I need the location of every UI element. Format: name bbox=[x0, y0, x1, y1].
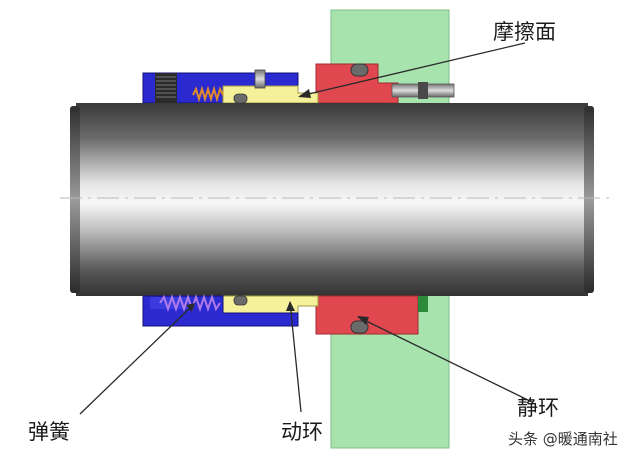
shaft bbox=[76, 103, 588, 296]
leader-spring bbox=[79, 303, 195, 415]
leader-stationary-ring bbox=[357, 316, 533, 403]
label-spring: 弹簧 bbox=[28, 420, 70, 444]
spring-lower bbox=[159, 293, 221, 313]
stationary-ring-lower bbox=[315, 295, 419, 335]
o-ring-rotating-lower bbox=[233, 295, 248, 306]
o-ring-upper bbox=[350, 63, 369, 77]
leader-rotating-ring bbox=[289, 301, 302, 413]
set-screw-thread-upper bbox=[156, 76, 176, 98]
label-friction-face: 摩擦面 bbox=[493, 20, 556, 44]
arrowhead-friction-face bbox=[298, 89, 311, 98]
leader-friction-face bbox=[299, 42, 526, 97]
pin-collar bbox=[418, 82, 428, 99]
drive-pin bbox=[254, 69, 266, 89]
label-rotating-ring: 动环 bbox=[281, 420, 323, 444]
watermark: 头条 @暖通南社 bbox=[508, 430, 618, 448]
stationary-ring-lip bbox=[418, 296, 428, 312]
arrowhead-spring bbox=[186, 303, 195, 312]
shaft-end-left bbox=[70, 106, 80, 293]
arrowhead-rotating-ring bbox=[286, 301, 295, 311]
label-stationary-ring: 静环 bbox=[517, 396, 559, 420]
shaft-end-right bbox=[584, 106, 594, 293]
arrowhead-stationary-ring bbox=[357, 316, 369, 325]
spring-upper bbox=[192, 85, 224, 103]
o-ring-lower bbox=[350, 320, 369, 334]
o-ring-rotating-upper bbox=[233, 93, 248, 104]
